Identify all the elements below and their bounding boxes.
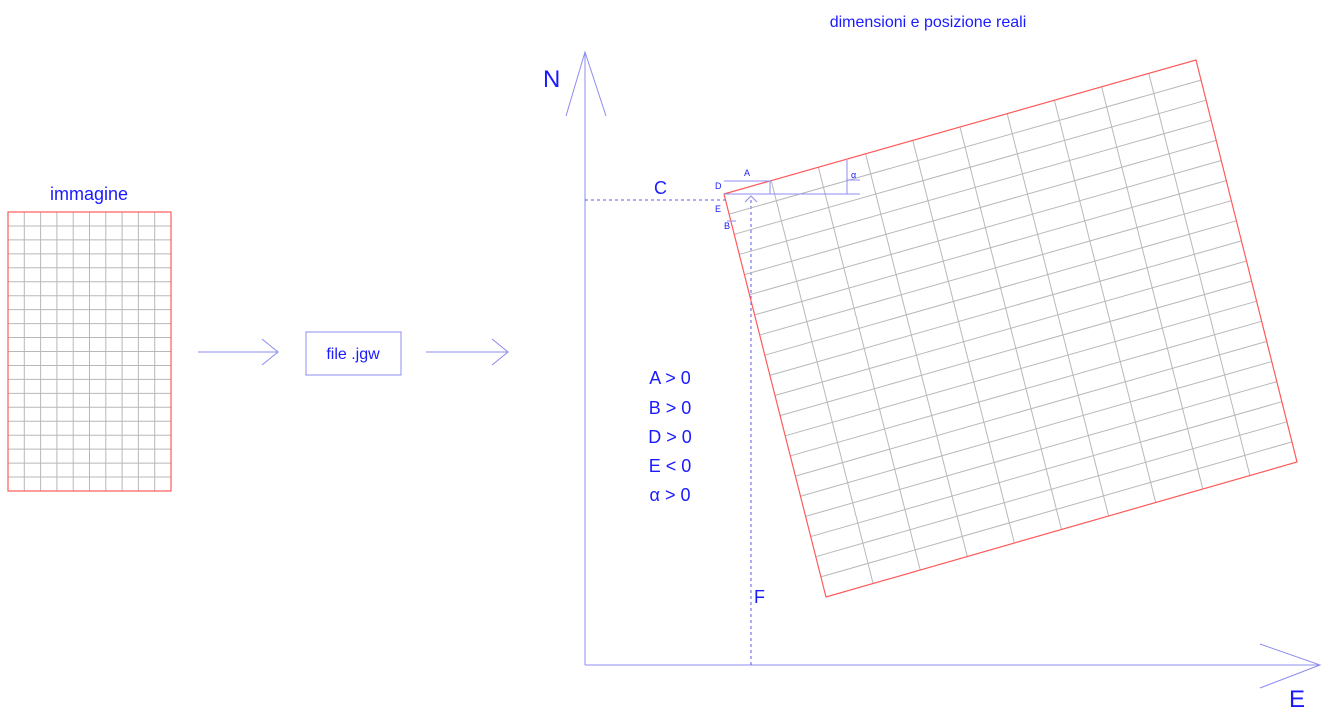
east-axis — [585, 643, 1322, 689]
rotated-grid-line — [739, 119, 1212, 255]
rotated-grid-line — [759, 200, 1232, 336]
georeferenced-grid — [728, 73, 1293, 584]
north-axis — [565, 50, 607, 665]
rotated-grid-line — [785, 300, 1257, 437]
title: dimensioni e posizione reali — [830, 14, 1027, 31]
file-label: file .jgw — [326, 346, 380, 363]
rotated-grid-line — [744, 139, 1217, 276]
rotated-grid-line — [754, 180, 1227, 316]
rotated-grid-line — [774, 260, 1247, 396]
file-box — [305, 331, 402, 376]
b-small-label: B — [724, 221, 730, 231]
rotated-grid-line — [820, 441, 1293, 578]
rotated-grid-line — [800, 361, 1272, 497]
rotated-grid-line — [734, 99, 1207, 235]
f-label: F — [754, 587, 765, 607]
e-small-label: E — [715, 204, 721, 214]
rotated-grid-line — [805, 381, 1277, 517]
rotated-grid-line — [790, 320, 1262, 457]
rotated-grid-line — [779, 280, 1252, 417]
image-label: immagine — [50, 184, 128, 204]
condition-d: D > 0 — [648, 427, 692, 447]
rotated-grid-line — [795, 340, 1267, 477]
arrow-to-file — [198, 338, 279, 366]
a-small-label: A — [744, 168, 750, 178]
arrow-to-map — [426, 338, 509, 366]
condition-e: E < 0 — [649, 456, 692, 476]
east-label: E — [1289, 686, 1305, 713]
alpha-small-label: α — [851, 170, 856, 180]
rotated-grid-line — [815, 421, 1288, 558]
rotated-grid-line — [749, 160, 1222, 296]
c-label: C — [654, 178, 667, 198]
condition-b: B > 0 — [649, 398, 692, 418]
d-small-label: D — [715, 181, 722, 191]
rotated-grid-line — [764, 220, 1237, 356]
source-image-frame — [7, 211, 172, 492]
rotated-grid-line — [728, 79, 1202, 215]
conditions-list: A > 0 B > 0 D > 0 E < 0 α > 0 — [648, 368, 692, 505]
rotated-grid-line — [769, 240, 1242, 376]
condition-a: A > 0 — [649, 368, 691, 388]
rotated-grid-line — [810, 401, 1282, 538]
north-label: N — [543, 66, 560, 93]
parameter-construction — [724, 160, 860, 222]
source-image-grid — [8, 212, 171, 491]
georeferenced-frame — [723, 59, 1298, 598]
condition-alpha: α > 0 — [650, 485, 691, 505]
